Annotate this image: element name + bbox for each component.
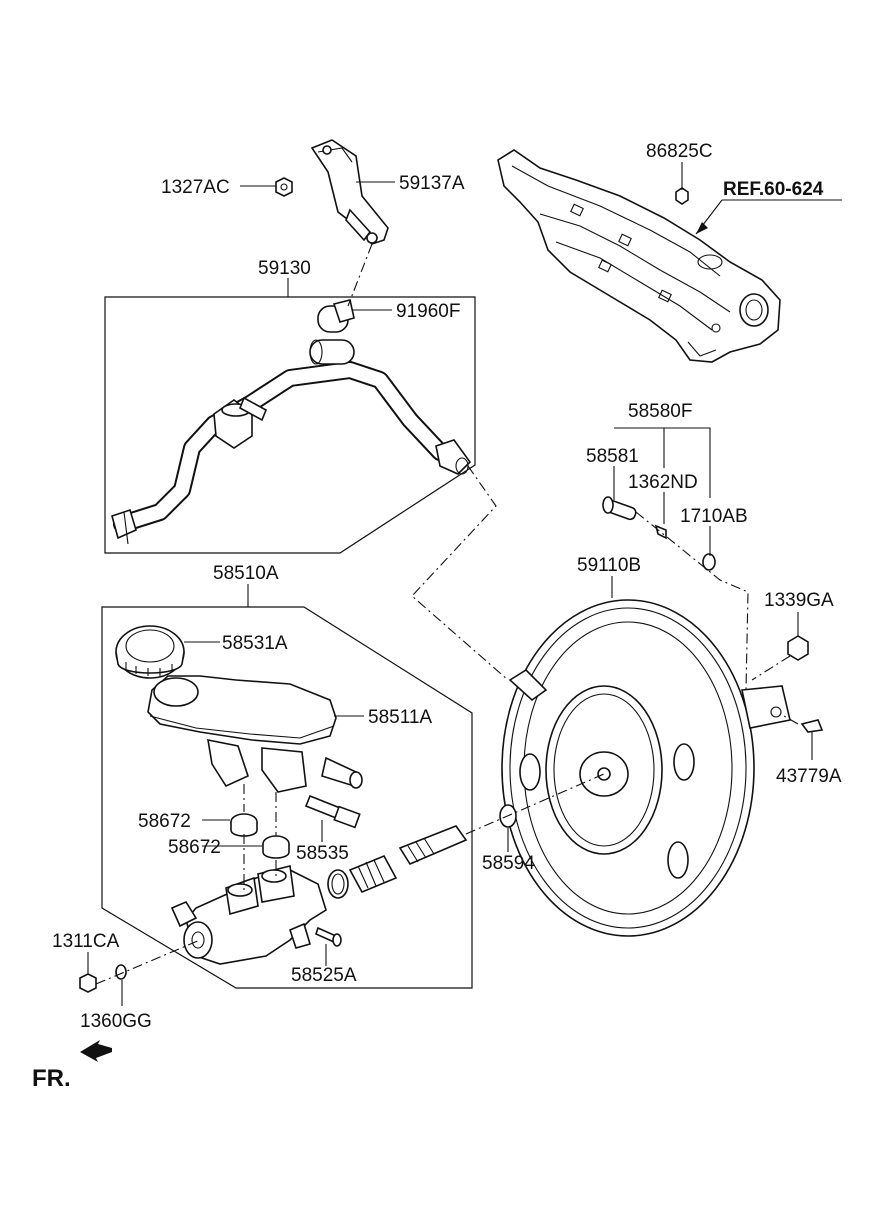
label-43779A: 43779A <box>776 766 842 787</box>
label-59110B: 59110B <box>577 555 641 576</box>
vacuum-hose-group-box <box>104 296 476 554</box>
washer-1360GG <box>115 964 127 980</box>
label-1327AC: 1327AC <box>161 177 230 198</box>
dash-panel <box>497 149 781 363</box>
label-58510A: 58510A <box>213 563 279 584</box>
nut-1339GA <box>787 635 809 661</box>
label-58535: 58535 <box>296 843 349 864</box>
label-ref-60-624: REF.60-624 <box>723 179 824 200</box>
label-58672-upper: 58672 <box>138 811 191 832</box>
reservoir-cap <box>115 625 185 679</box>
snap-pin-1362ND <box>654 524 667 540</box>
label-front: FR. <box>32 1065 71 1092</box>
nut-1327AC <box>275 177 293 197</box>
label-86825C: 86825C <box>646 141 713 162</box>
hose-sleeve <box>309 339 355 365</box>
hose-clip-91960F <box>317 299 355 333</box>
label-59137A: 59137A <box>399 173 465 194</box>
label-1360GG: 1360GG <box>80 1011 152 1032</box>
label-58525A: 58525A <box>291 965 357 986</box>
grommet-upper <box>230 813 258 837</box>
push-rod <box>398 825 468 866</box>
vacuum-pipe-bracket <box>310 139 389 245</box>
master-cylinder-group-box <box>101 606 473 989</box>
label-91960F: 91960F <box>396 301 460 322</box>
nut-86825C <box>675 187 689 205</box>
vacuum-hose <box>111 361 472 545</box>
label-58581: 58581 <box>586 446 639 467</box>
label-58531A: 58531A <box>222 633 288 654</box>
label-1339GA: 1339GA <box>764 590 834 611</box>
label-1710AB: 1710AB <box>680 506 748 527</box>
label-58672-lower: 58672 <box>168 837 221 858</box>
fluid-reservoir <box>147 675 363 793</box>
label-1311CA: 1311CA <box>52 931 120 952</box>
cylinder-seal <box>348 854 398 894</box>
clevis-pin-58581 <box>602 496 637 521</box>
label-58511A: 58511A <box>368 707 432 728</box>
label-58594: 58594 <box>482 853 535 874</box>
screw-58525A <box>315 926 342 947</box>
nut-1311CA <box>79 973 97 993</box>
washer-1710AB <box>702 553 716 571</box>
grommet-lower <box>262 835 290 859</box>
sensor-connector <box>304 794 361 829</box>
label-59130: 59130 <box>258 258 311 279</box>
label-1362ND: 1362ND <box>628 472 698 493</box>
clip-43779A <box>800 719 824 733</box>
front-arrow-icon <box>80 1040 112 1062</box>
label-58580F: 58580F <box>628 401 692 422</box>
o-ring <box>327 869 349 899</box>
master-cylinder <box>170 865 327 965</box>
brake-booster <box>501 599 791 937</box>
